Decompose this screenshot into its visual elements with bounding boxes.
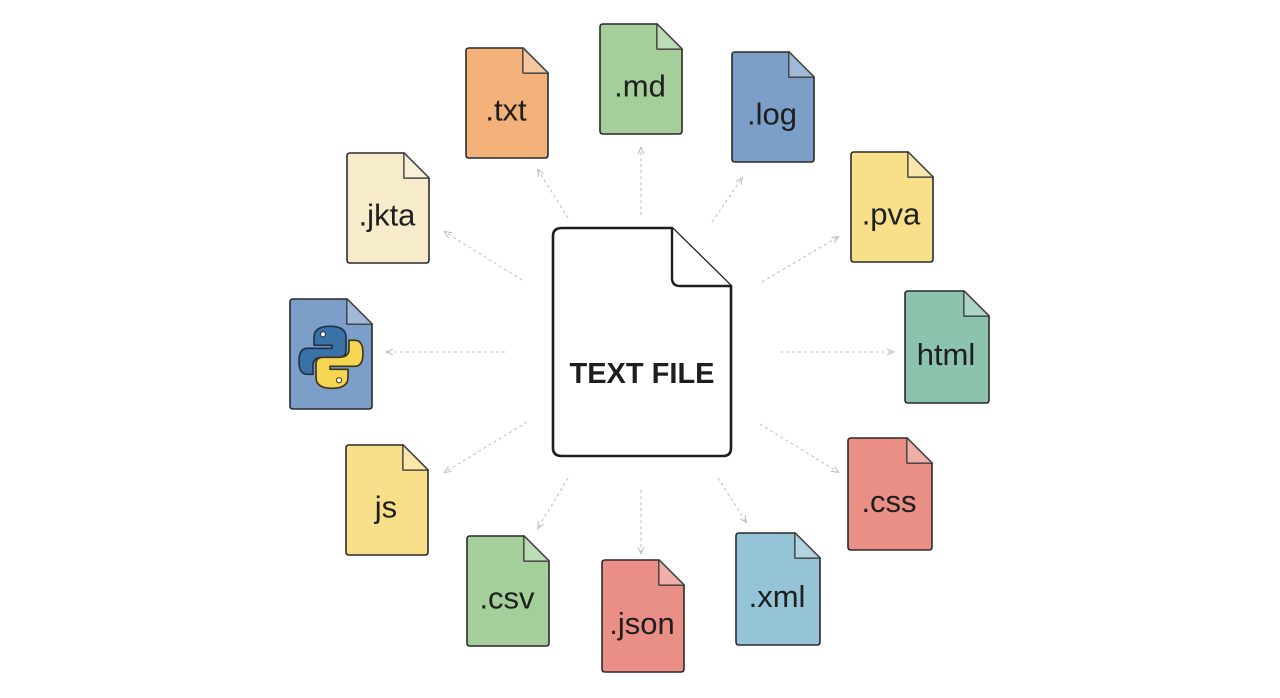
file-fold: [906, 437, 933, 464]
file-fold-highlight: [907, 438, 932, 463]
file-icon-css: .css: [847, 437, 933, 551]
file-icon-python: [289, 298, 373, 410]
file-fold-highlight: [908, 152, 933, 177]
connector-arrows: [387, 148, 893, 553]
arrow-to-pva: [761, 237, 838, 283]
file-fold-highlight: [964, 291, 989, 316]
file-fold: [907, 151, 934, 178]
file-fold: [658, 559, 685, 586]
file-icon-pva: .pva: [850, 151, 934, 263]
file-label: .xml: [749, 579, 806, 614]
arrow-to-txt: [538, 170, 569, 219]
file-icon-md: .md: [599, 23, 683, 135]
file-icon-xml: .xml: [735, 532, 821, 646]
file-icons: .txt .md .log .jkta .pva html js .css .csv .json.…: [289, 23, 990, 673]
file-fold: [963, 290, 990, 317]
file-icon-jkta: .jkta: [346, 152, 430, 264]
file-fold: [522, 47, 549, 74]
file-fold-highlight: [524, 536, 549, 561]
file-icon-html: html: [904, 290, 990, 404]
file-body: [731, 51, 815, 163]
file-label: .jkta: [359, 198, 417, 233]
file-label: .log: [747, 97, 797, 132]
file-label: html: [917, 337, 976, 372]
file-icon-log: .log: [731, 51, 815, 163]
file-icon-txt: .txt: [465, 47, 549, 159]
file-fold-highlight: [523, 48, 548, 73]
arrow-to-csv: [538, 477, 569, 528]
file-fold-highlight: [659, 560, 684, 585]
file-fold: [788, 51, 815, 78]
file-fold-highlight: [403, 445, 428, 470]
center-file-fold: [670, 228, 731, 288]
center-file-label: TEXT FILE: [570, 358, 715, 390]
file-label: js: [374, 490, 397, 525]
file-fold: [523, 535, 550, 562]
file-fold-highlight: [347, 299, 372, 324]
file-fold-highlight: [657, 24, 682, 49]
file-fold: [402, 444, 429, 471]
file-body: [904, 290, 990, 404]
arrow-to-log: [711, 178, 742, 223]
file-body: [850, 151, 934, 263]
file-body: [601, 559, 685, 673]
file-label: .csv: [479, 581, 535, 616]
file-fold-highlight: [795, 533, 820, 558]
file-label: .css: [861, 484, 916, 519]
file-label: .md: [614, 69, 666, 104]
python-logo-icon: [298, 325, 364, 390]
arrow-to-css: [759, 423, 838, 472]
arrow-to-xml: [717, 477, 746, 522]
file-label: .txt: [485, 93, 527, 128]
file-fold: [346, 298, 373, 325]
file-fold: [403, 152, 430, 179]
file-body: [345, 444, 429, 556]
file-icon-js: js: [345, 444, 429, 556]
arrow-to-jkta: [445, 232, 523, 281]
file-label: .pva: [862, 197, 921, 232]
file-body: [599, 23, 683, 135]
file-icon-json: .json: [601, 559, 685, 673]
center-text-file: TEXT FILE: [551, 226, 733, 458]
file-icon-csv: .csv: [466, 535, 550, 647]
file-label: .json: [609, 606, 674, 641]
file-body: [465, 47, 549, 159]
file-body: [847, 437, 933, 551]
file-fold-highlight: [789, 52, 814, 77]
file-fold: [794, 532, 821, 559]
file-body: [346, 152, 430, 264]
file-fold-highlight: [404, 153, 429, 178]
file-fold: [656, 23, 683, 50]
file-body: [466, 535, 550, 647]
file-body: [735, 532, 821, 646]
arrow-to-js: [445, 421, 528, 472]
